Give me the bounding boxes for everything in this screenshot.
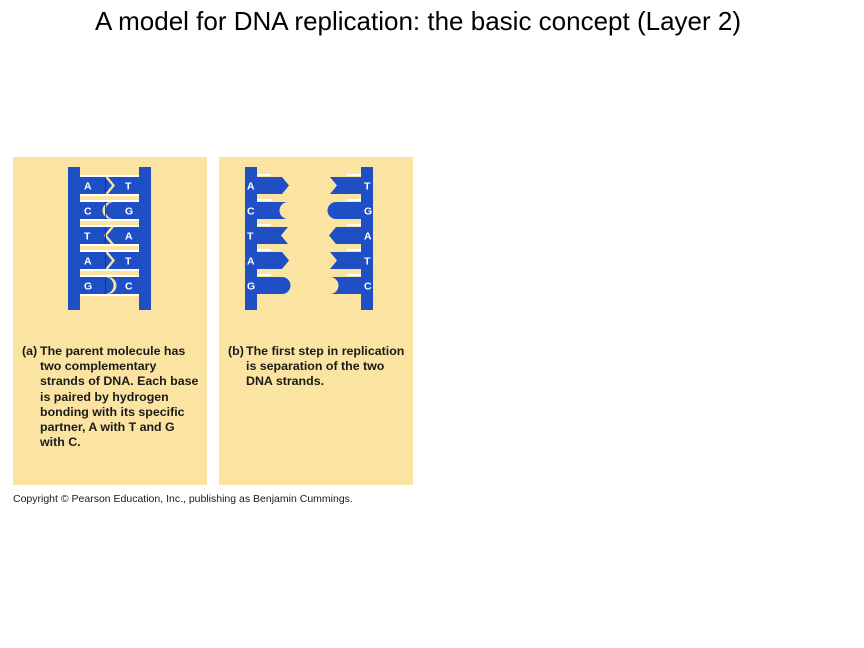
left-strand-0 [68,167,80,310]
base-left-1-1 [256,202,288,219]
caption-tag-a: (a) [22,344,38,358]
rung-1-3 [257,249,271,251]
caption-tag-b: (b) [228,344,244,358]
caption-a: (a) The parent molecule has two compleme… [22,344,202,450]
base-left-1-0 [256,177,289,194]
base-label-right-1-4: C [364,281,372,293]
rung-0-1 [80,200,139,202]
rung-0-2-b [80,244,139,246]
dna-double-helix-diagram: A T C G T A A T G C [68,167,151,310]
base-left-1-3 [256,252,289,269]
base-label-left-1-2: T [247,231,254,243]
rung-0-0-b [80,194,139,196]
right-strand-0 [139,167,151,310]
base-label-left-0-4: G [84,281,92,293]
base-label-right-1-2: A [364,231,372,243]
base-label-left-1-0: A [247,181,255,193]
base-label-left-0-3: A [84,256,92,268]
dna-separated-strands-diagram: A T C G T A A T G C [245,167,373,310]
rung-1-0 [257,174,271,176]
base-label-left-0-0: A [84,181,92,193]
base-right-0-1 [105,202,140,219]
base-left-0-1 [79,202,111,219]
rung-1-4-r [347,274,361,276]
base-label-left-1-3: A [247,256,255,268]
base-right-0-3 [108,252,140,269]
caption-text-b: The first step in replication is separat… [246,344,405,389]
rung-1-2-r [347,224,361,226]
base-label-right-1-1: G [364,206,372,218]
base-left-0-4 [79,277,114,294]
base-label-right-0-4: C [125,281,133,293]
rung-1-1 [257,199,271,201]
base-right-1-4 [330,277,362,294]
panel-strand-separation: A T C G T A A T G C (b) The first step in replica… [219,157,413,485]
base-label-left-0-1: C [84,206,92,218]
left-strand-1 [245,167,257,310]
base-label-right-0-0: T [125,181,132,193]
caption-b: (b) The first step in replication is sep… [228,344,408,390]
rung-1-1-r [347,199,361,201]
base-right-0-0 [108,177,140,194]
base-label-right-0-2: A [125,231,133,243]
base-label-left-1-1: C [247,206,255,218]
base-left-0-2 [79,227,111,244]
base-label-right-0-1: G [125,206,133,218]
base-left-0-3 [79,252,112,269]
slide-title: A model for DNA replication: the basic c… [95,6,741,36]
base-right-1-3 [330,252,362,269]
base-label-left-1-4: G [247,281,255,293]
base-right-0-2 [107,227,140,244]
base-right-1-0 [330,177,362,194]
rung-0-3 [80,250,139,252]
caption-text-a: The parent molecule has two complementar… [40,344,199,450]
rung-0-2 [80,225,139,227]
rung-1-2 [257,224,271,226]
base-label-right-0-3: T [125,256,132,268]
copyright-notice: Copyright © Pearson Education, Inc., pub… [13,493,353,505]
base-right-1-2 [329,227,362,244]
base-right-1-1 [327,202,362,219]
rung-0-3-b [80,269,139,271]
base-label-left-0-2: T [84,231,91,243]
rung-1-3-r [347,249,361,251]
panel-parent-molecule: A T C G T A A T G C (a) The parent molecule has t… [13,157,207,485]
base-left-1-2 [256,227,288,244]
right-strand-1 [361,167,373,310]
rung-1-0-r [347,174,361,176]
rung-0-4 [80,275,139,277]
rung-0-4-b [80,294,139,296]
base-left-1-4 [256,277,291,294]
rung-1-4 [257,274,271,276]
rung-0-1-b [80,219,139,221]
base-label-right-1-0: T [364,181,371,193]
base-left-0-0 [79,177,112,194]
base-label-right-1-3: T [364,256,371,268]
rung-0-0 [80,175,139,177]
base-right-0-4 [108,277,140,294]
